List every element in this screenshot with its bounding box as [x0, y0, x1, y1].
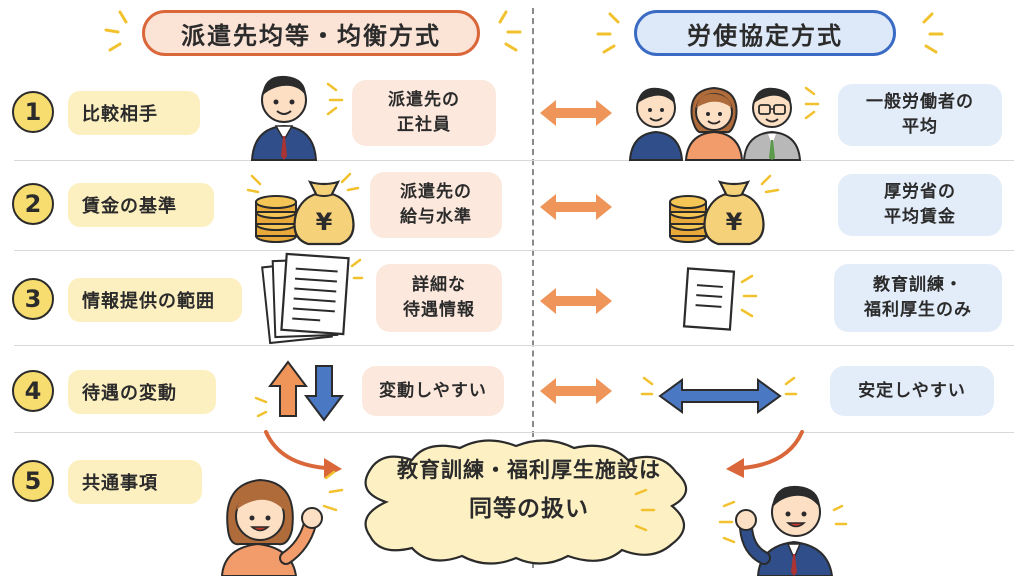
- row-number-4: 4: [12, 370, 54, 412]
- left-cell-row2: 派遣先の給与水準: [370, 172, 502, 238]
- common-line-1: 教育訓練・福利厚生施設は: [397, 458, 661, 482]
- left-cell-row4: 変動しやすい: [362, 366, 504, 416]
- row-divider: [14, 160, 1014, 161]
- sparkle-icon: [326, 82, 344, 116]
- common-items-text: 教育訓練・福利厚生施設は 同等の扱い: [372, 452, 686, 529]
- right-cell-text: 教育訓練・: [873, 275, 963, 296]
- sparkle-icon: [804, 86, 820, 120]
- double-arrow-icon: [540, 194, 612, 220]
- row-label-5: 共通事項: [68, 460, 202, 504]
- left-cell-text: 正社員: [397, 115, 451, 135]
- left-cell-text: 待遇情報: [403, 300, 475, 320]
- curved-arrow-icon: [726, 430, 804, 478]
- curved-arrow-icon: [264, 430, 342, 478]
- right-cell-text: 一般労働者の: [866, 92, 974, 113]
- right-cell-text: 厚労省の: [884, 182, 956, 203]
- double-arrow-icon: [540, 378, 612, 404]
- workers-group-icon: [628, 86, 802, 161]
- left-cell-text: 派遣先の: [388, 90, 460, 111]
- right-cell-text: 平均賃金: [884, 207, 956, 227]
- row-label-2: 賃金の基準: [68, 183, 214, 227]
- common-cloud-shape: [364, 439, 688, 565]
- money-bag-icon: ¥: [246, 172, 360, 246]
- left-cell-text: 派遣先の: [400, 182, 472, 203]
- right-cell-text: 福利厚生のみ: [864, 300, 972, 320]
- row-number-5: 5: [12, 460, 54, 502]
- left-cell-row3: 詳細な待遇情報: [376, 264, 502, 332]
- right-cell-row2: 厚労省の平均賃金: [838, 174, 1002, 236]
- row-label-4: 待遇の変動: [68, 370, 216, 414]
- center-divider: [532, 8, 534, 568]
- row-number-2: 2: [12, 183, 54, 225]
- sparkle-icon: [596, 12, 620, 54]
- common-line-2: 同等の扱い: [469, 495, 589, 522]
- row-divider: [14, 432, 1014, 433]
- money-bag-icon: ¥: [669, 174, 780, 246]
- right-method-title: 労使協定方式: [634, 10, 896, 56]
- left-cell-text: 給与水準: [400, 207, 472, 227]
- right-cell-row1: 一般労働者の平均: [838, 84, 1002, 146]
- right-cell-row4: 安定しやすい: [830, 366, 994, 416]
- row-divider: [14, 250, 1014, 251]
- document-icon: [682, 267, 758, 331]
- left-cell-row1: 派遣先の正社員: [352, 80, 496, 146]
- left-cell-text: 変動しやすい: [379, 380, 487, 401]
- left-cell-text: 詳細な: [412, 275, 466, 296]
- yen-symbol: ¥: [316, 208, 333, 236]
- sparkle-icon: [104, 10, 128, 52]
- double-arrow-icon: [540, 100, 612, 126]
- double-arrow-icon: [540, 288, 612, 314]
- right-cell-text: 平均: [902, 117, 938, 137]
- woman-cheering-icon: [220, 470, 344, 576]
- right-cell-row3: 教育訓練・福利厚生のみ: [834, 264, 1002, 332]
- sparkle-icon: [922, 12, 944, 54]
- row-divider: [14, 345, 1014, 346]
- row-label-1: 比較相手: [68, 91, 200, 135]
- row-number-1: 1: [12, 91, 54, 133]
- up-down-arrows-icon: [254, 360, 344, 422]
- row-number-3: 3: [12, 278, 54, 320]
- sparkle-icon: [498, 10, 522, 52]
- row-label-3: 情報提供の範囲: [68, 278, 242, 322]
- documents-icon: [261, 252, 364, 345]
- employee-icon: [250, 75, 318, 161]
- man-cheering-icon: [718, 485, 848, 576]
- horizontal-double-arrow-icon: [640, 376, 798, 414]
- left-method-title: 派遣先均等・均衡方式: [142, 10, 480, 56]
- yen-symbol: ¥: [726, 208, 743, 236]
- right-cell-text: 安定しやすい: [858, 380, 966, 401]
